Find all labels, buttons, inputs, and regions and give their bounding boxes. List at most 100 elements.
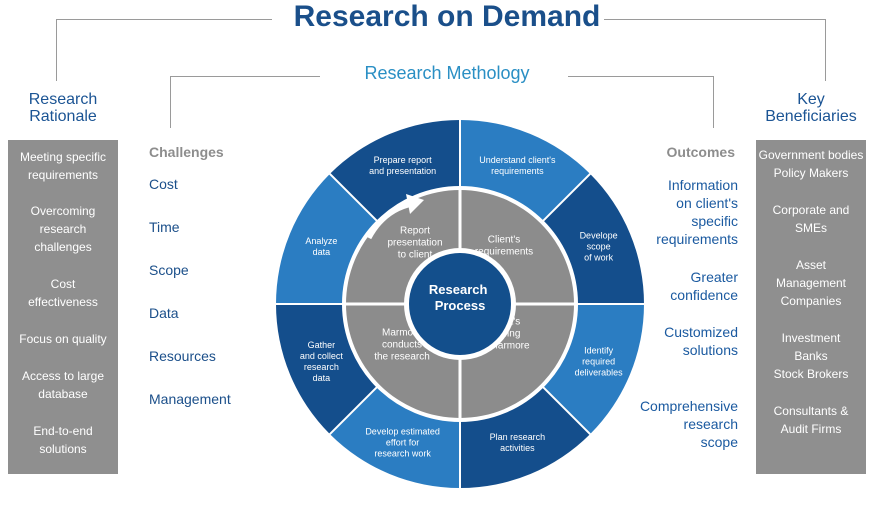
outer-divider [328,172,379,223]
beneficiary-item: Consultants &Audit Firms [773,404,849,436]
outer-segment-label-line: Gather [308,340,336,350]
outer-segment [329,120,460,221]
connector-line [713,76,714,128]
beneficiaries-heading: Key Beneficiaries [756,91,866,125]
outer-segment-label-line: Analyze [305,236,337,246]
outer-segment-label-line: and collect [300,351,344,361]
connector-line [825,19,826,81]
outer-segment-label-line: scope [587,242,611,252]
challenge-item: Data [149,305,179,321]
outer-segment [543,173,644,304]
outcomes-heading: Outcomes [666,144,735,160]
outer-segment-label-line: of work [584,253,614,263]
rationale-heading-line: Rationale [29,108,97,125]
challenge-item: Resources [149,348,216,364]
challenge-item: Scope [149,262,189,278]
outer-segment-label-line: Identify [584,346,614,356]
rationale-heading-line: Research [28,91,98,108]
connector-line [568,76,714,77]
inner-segment-label-line: to client [398,250,433,261]
inner-segment-label-line: Client's [488,235,520,246]
outer-segment-label-line: effort for [386,438,419,448]
connector-line [170,76,171,128]
inner-ring: Client'srequirementsClient'sbriefingto M… [346,190,574,418]
flow-arrow-icon [366,201,413,240]
connector-line [604,19,826,20]
center-label: Research Process [429,282,491,313]
inner-segment-label-line: presentation [387,238,442,249]
inner-segment-label-line: to Marmore [478,341,530,352]
inner-segment-label-line: Report [400,226,430,237]
inner-segment-label-line: Marmore [382,328,422,339]
outer-segment-label-line: research work [374,449,431,459]
methodology-subtitle: Research Methology [364,63,530,83]
rationale-heading: Research Rationale [8,91,118,125]
inner-segment [460,304,574,418]
outer-segment-label-line: deliverables [575,368,624,378]
inner-segment-label-line: requirements [475,247,533,258]
outer-segment-label-line: Develop estimated [365,427,440,437]
center-label-line: Research [429,282,488,297]
connector-line [56,19,272,20]
outer-segment-label-line: and presentation [369,166,436,176]
outer-segment-label-line: Plan research [490,432,546,442]
inner-segment [346,304,460,418]
inner-segment-label-line: the research [374,352,430,363]
outer-segment-label-line: required [582,357,615,367]
inner-segment-label-line: conducts [382,340,422,351]
outer-segment-label-line: data [313,373,331,383]
outer-segment-label-line: Prepare report [374,155,433,165]
outer-segment [276,173,377,304]
center-label-line: Process [435,298,486,313]
outer-segment [460,120,591,221]
outer-segment-label-line: Understand client's [479,155,556,165]
outer-segment [543,304,644,435]
flow-arrow-head-icon [406,194,424,214]
rationale-item: Focus on quality [19,332,107,346]
inner-segment [460,190,574,304]
outer-divider [541,172,592,223]
outer-segment [329,387,460,488]
page-title: Research on Demand [293,0,601,33]
outer-segment-label-line: Develope [580,231,618,241]
beneficiaries-heading-line: Beneficiaries [765,108,857,125]
outer-segment-label-line: activities [500,443,535,453]
ring-dividers [275,119,645,489]
challenges-heading: Challenges [149,144,224,160]
outer-segment-label-line: data [313,247,331,257]
outer-segment [460,387,591,488]
challenge-item: Management [149,391,231,407]
center-hub [409,253,511,355]
connector-line [56,19,57,81]
outer-segment [276,304,377,435]
outer-segment-label-line: research [304,362,339,372]
inner-segment [346,190,460,304]
